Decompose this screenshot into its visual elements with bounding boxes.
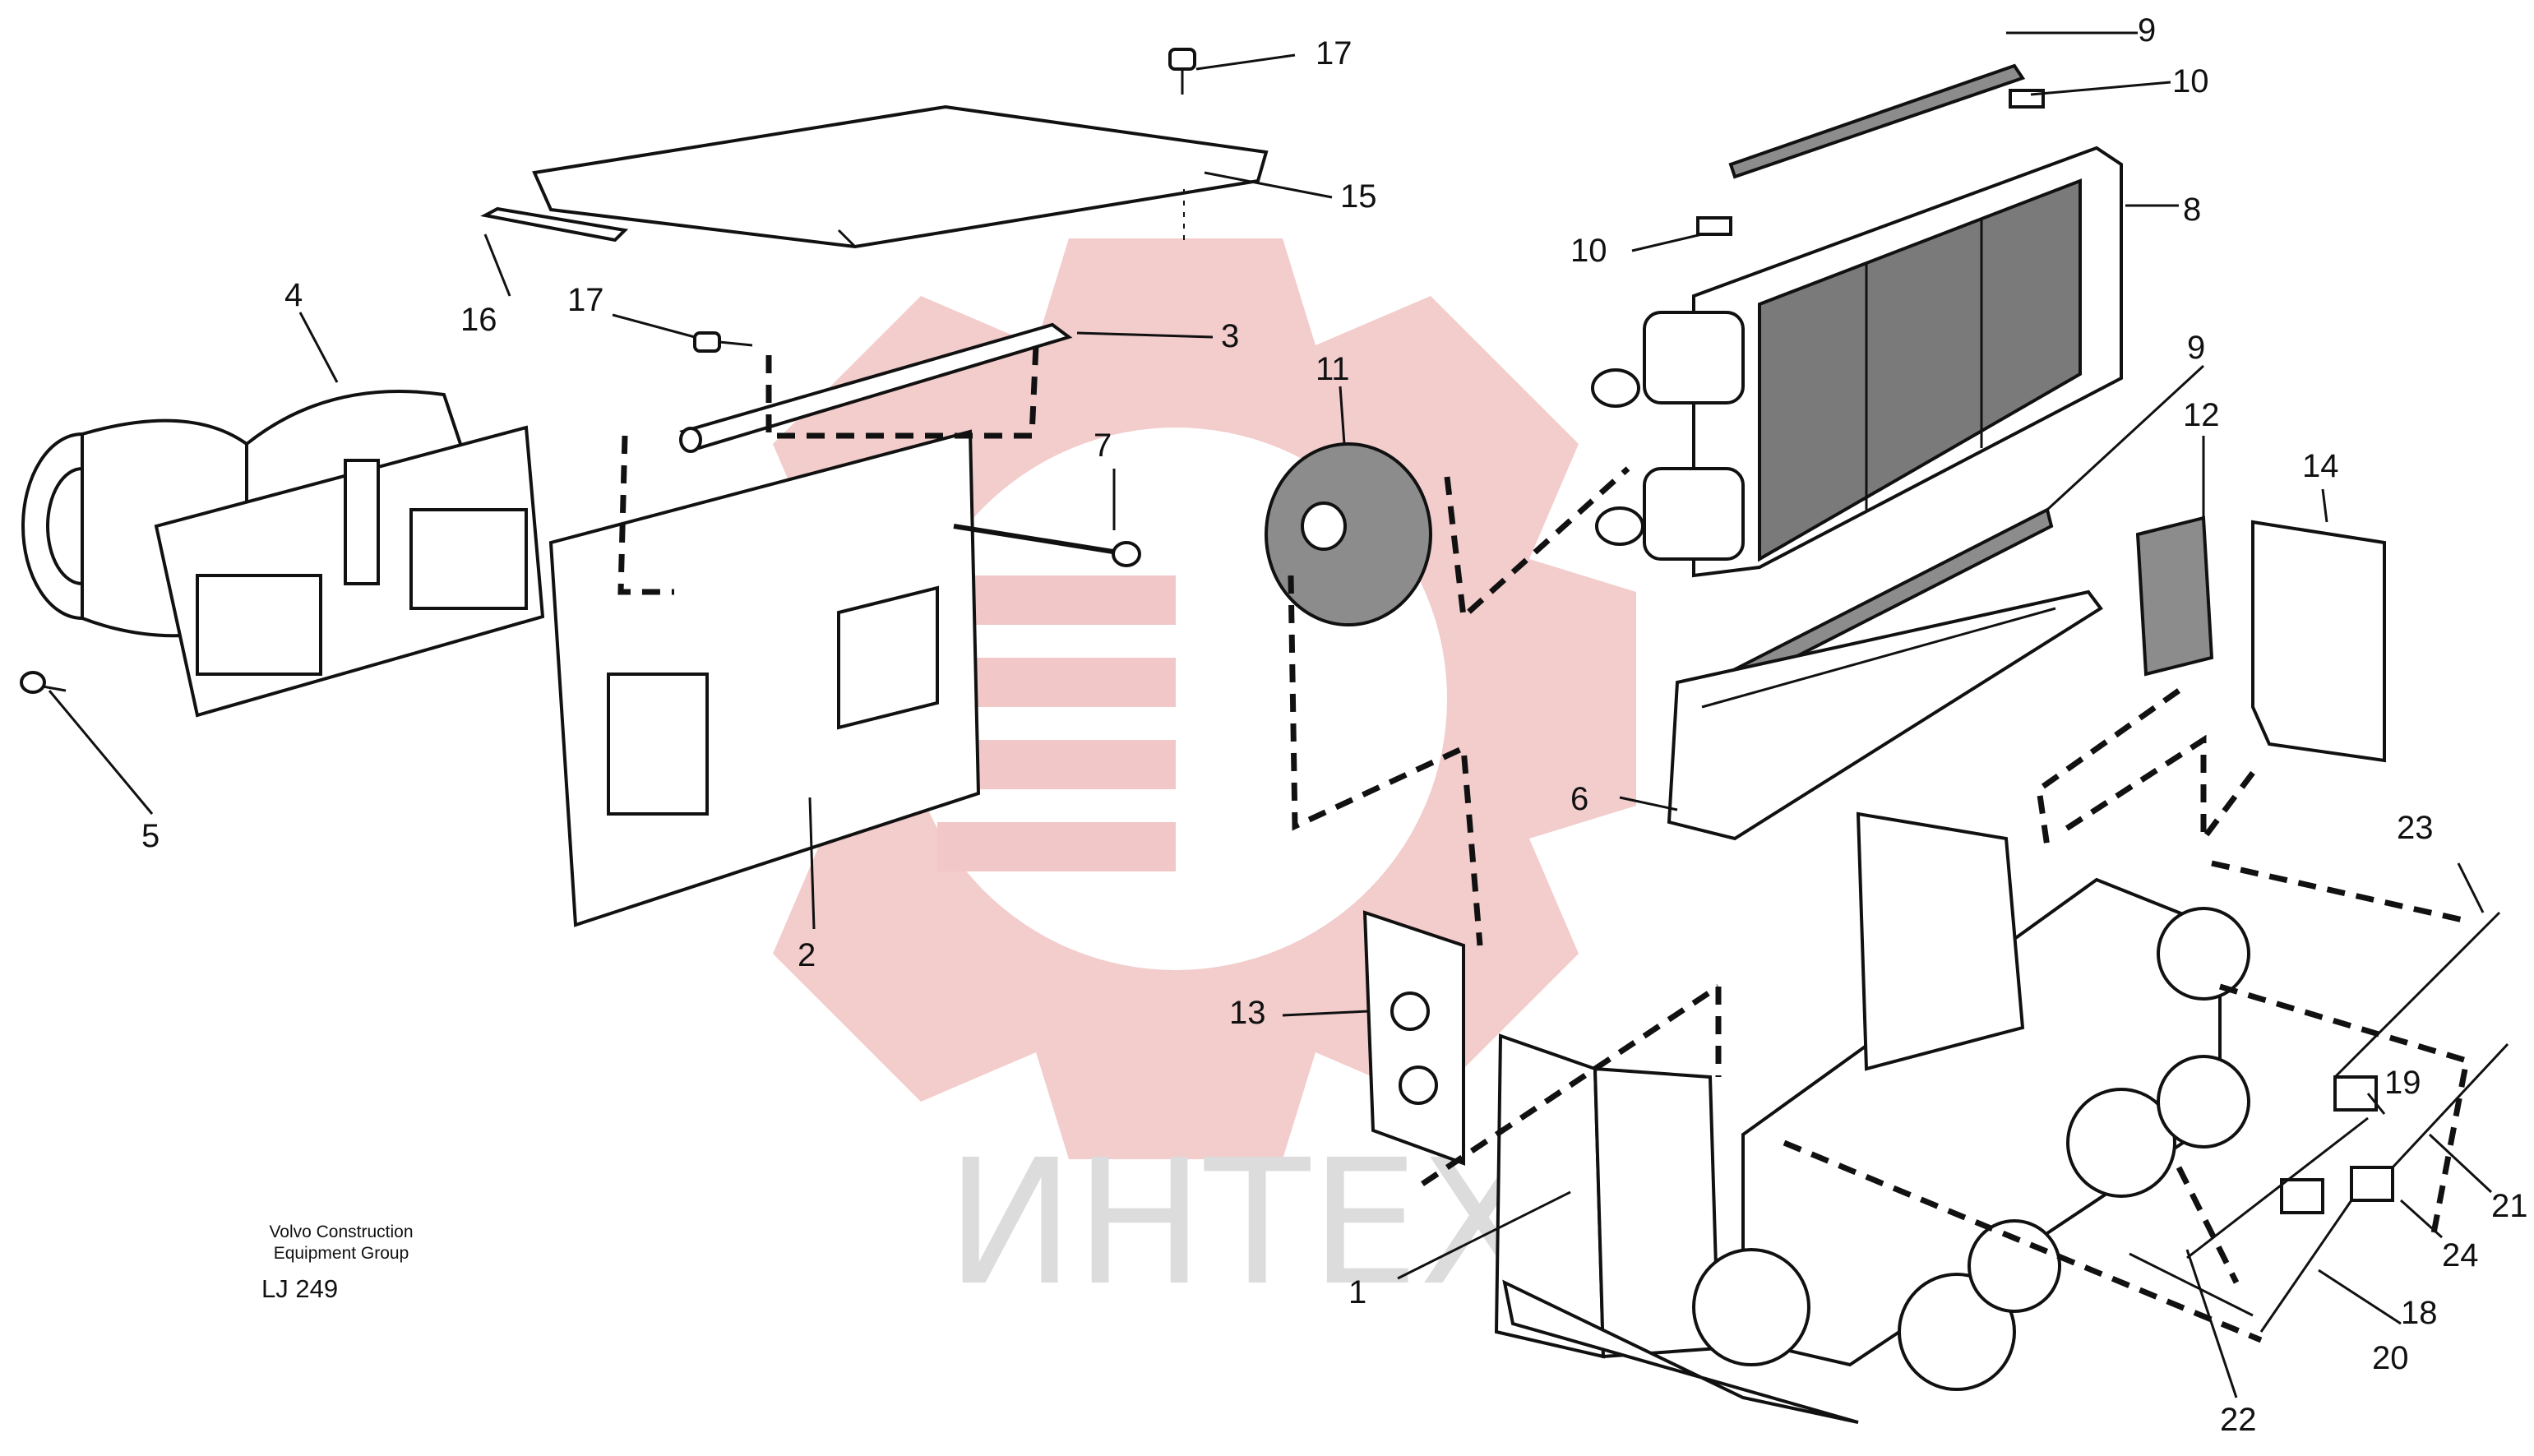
callout-4: 4 <box>284 277 303 313</box>
callout-21: 21 <box>2491 1188 2528 1224</box>
leader-lines <box>48 31 2493 1398</box>
callout-9-lower: 9 <box>2187 330 2205 366</box>
callout-10-left: 10 <box>1570 233 1607 269</box>
part-5-screw <box>20 671 67 694</box>
part-20-wire <box>2259 1199 2353 1333</box>
part-22-wire <box>2186 1116 2369 1260</box>
callout-2: 2 <box>798 937 816 973</box>
callout-15: 15 <box>1340 178 1377 215</box>
callout-10-right: 10 <box>2172 63 2209 99</box>
part-2-mounting-plate <box>548 429 981 927</box>
part-24-connector <box>2350 1166 2394 1202</box>
part-18-connector <box>2280 1178 2324 1214</box>
part-23-wire <box>2333 911 2501 1079</box>
part-21-wire <box>2391 1042 2509 1169</box>
callout-7: 6 <box>1570 781 1588 817</box>
callout-16: 16 <box>460 302 497 338</box>
callout-17-top: 17 <box>1316 35 1353 72</box>
callout-17-side: 17 <box>567 282 604 318</box>
credit-line-2: Equipment Group <box>273 1244 409 1263</box>
callout-24: 24 <box>2442 1237 2479 1273</box>
part-1-housing <box>1494 811 2250 1424</box>
callout-8: 8 <box>2183 192 2201 228</box>
callout-9-top: 9 <box>2138 12 2156 49</box>
assembly-dashed-lines <box>617 344 2471 1343</box>
part-13-bracket <box>1362 910 1465 1166</box>
part-11-foam-ring <box>1265 442 1432 626</box>
callout-14: 14 <box>2302 448 2339 484</box>
callout-5: 5 <box>141 818 160 854</box>
callout-19: 19 <box>2384 1065 2421 1101</box>
callout-12: 12 <box>2183 397 2220 433</box>
part-8-heater-core <box>1591 146 2123 578</box>
part-10-clip-left <box>1696 216 1732 236</box>
callout-23: 23 <box>2397 810 2434 846</box>
callout-6: 7 <box>1094 428 1112 464</box>
part-15-top-cover <box>532 104 1269 249</box>
part-7-tray <box>1667 589 2103 841</box>
part-17-screw-side <box>693 331 753 353</box>
part-12-foam-block <box>2135 515 2214 677</box>
callout-22: 22 <box>2220 1402 2257 1438</box>
part-3-rail <box>679 322 1073 453</box>
callout-1: 1 <box>1348 1274 1366 1310</box>
credit-block: Volvo Construction Equipment Group <box>247 1222 436 1264</box>
part-16-rod <box>480 206 629 243</box>
part-14-plate <box>2251 520 2386 763</box>
callout-18: 18 <box>2401 1295 2438 1331</box>
callout-13: 13 <box>1229 995 1266 1031</box>
callout-3: 3 <box>1221 318 1239 354</box>
callout-20: 20 <box>2372 1340 2409 1376</box>
part-17-screw-top <box>1168 48 1196 247</box>
credit-line-1: Volvo Construction <box>269 1223 414 1241</box>
part-4-blower <box>21 390 545 718</box>
part-6-bolt <box>953 524 1141 567</box>
document-reference: LJ 249 <box>261 1274 339 1303</box>
callout-11: 11 <box>1316 351 1350 387</box>
part-9-strip-upper <box>1728 63 2026 179</box>
part-19-connector <box>2333 1075 2378 1112</box>
